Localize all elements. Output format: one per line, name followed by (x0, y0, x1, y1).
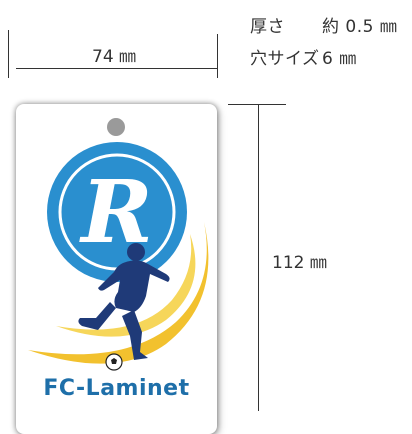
height-tick-top (228, 104, 286, 105)
hole-size-value: 6 ㎜ (322, 49, 357, 69)
thickness-label: 厚さ (250, 17, 285, 37)
yellow-swoosh-inner (56, 234, 196, 337)
thickness-value: 約 0.5 ㎜ (322, 17, 398, 37)
punch-hole (107, 118, 125, 136)
player-silhouette (78, 243, 170, 360)
team-emblem: R (28, 142, 209, 371)
laminate-tag-card: R FC-Laminet (16, 104, 217, 434)
width-tick-left (8, 30, 9, 78)
hole-size-label: 穴サイズ (250, 49, 320, 69)
width-dimension-line (16, 68, 217, 69)
emblem-circle (47, 142, 187, 282)
team-name: FC-Laminet (43, 376, 190, 401)
width-tick-right (217, 34, 218, 78)
height-dimension-label: 112 ㎜ (272, 253, 327, 273)
width-dimension-label: 74 ㎜ (92, 47, 137, 67)
soccer-ball-icon (105, 353, 123, 371)
height-dimension-line (258, 104, 259, 411)
thickness-spec: 厚さ 約 0.5 ㎜ (250, 12, 397, 37)
